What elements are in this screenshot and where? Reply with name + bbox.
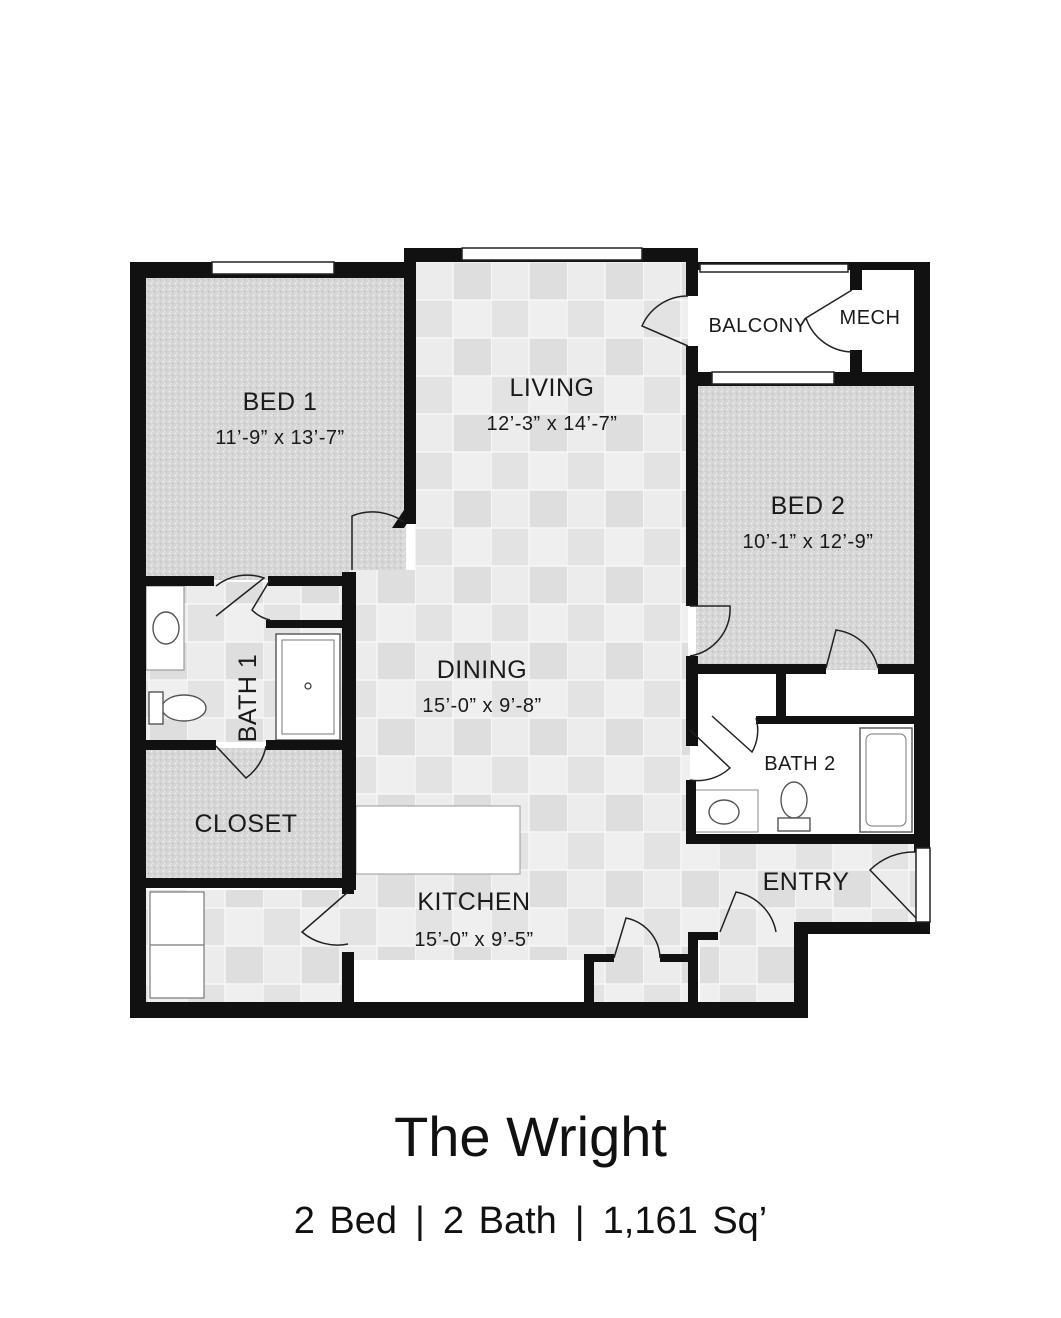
wall-pantry-left [584,956,594,1006]
bed2-floor [696,384,914,670]
bath2-tub-inner [865,733,907,827]
wall-kitchen-left [342,880,354,894]
bath1-tub-drain [304,682,312,690]
label-kitchen: KITCHEN [417,888,530,916]
wall-living-right2 [686,346,698,606]
wall-bed1-bottom [130,576,214,586]
kitchen-island [355,805,521,875]
label-mech: MECH [840,307,901,329]
wall-left [130,262,146,1018]
bath1-toilet [161,694,207,722]
door-entry [868,851,917,919]
bath2-toilet-tank [777,817,811,832]
fixtures [145,585,913,1000]
dims-bed1: 11’-9” x 13’-7” [215,427,344,449]
plan-title: The Wright [394,1105,667,1168]
wall-bath1-bottom [130,740,216,750]
door-bed2-closet [825,629,879,669]
dims-bed2: 10’-1” x 12’-9” [743,531,874,553]
door-bed1 [351,511,405,570]
door-entry-closet [719,891,777,933]
door-balcony [641,295,689,347]
plan-summary: 2 Bed | 2 Bath | 1,161 Sq’ [0,1200,1061,1243]
window-bed1 [211,261,335,275]
window-balcony [699,263,849,273]
window-entry [915,847,931,923]
wall-kitchen-counter-left [342,952,354,1012]
wall-bath1-bottom2 [266,740,352,750]
wall-bed2-left [686,656,698,746]
wall-closet2-right [776,664,786,720]
wall-closet-bottom [130,878,354,888]
bath1-tub [275,633,341,741]
wall-bed2-bottom2 [878,664,930,674]
label-living: LIVING [510,374,595,402]
wall-pantry-top [660,954,696,962]
wall-entry-bottom [806,922,930,934]
door-pantry [613,917,661,959]
label-entry: ENTRY [763,868,850,896]
bath1-toilet-tank [148,691,164,725]
separator: | [415,1200,425,1242]
room-labels: BED 1 11’-9” x 13’-7” LIVING 12’-3” x 14… [194,307,901,951]
walls [130,248,930,1018]
wall-bed2-bottom [686,664,826,674]
door-bath2-linen [711,715,759,754]
main-tile-floor [146,262,930,1002]
dims-kitchen: 15’-0” x 9’-5” [414,929,533,951]
label-closet: CLOSET [194,810,297,838]
label-bed2: BED 2 [771,492,846,520]
label-dining: DINING [437,656,528,684]
door-bath1 [215,574,266,617]
wall-pantry-top2 [584,954,614,962]
balcony-floor [698,268,850,372]
wall-bath2-left [686,780,696,840]
door-mech [805,289,853,353]
doors [215,289,917,959]
label-bath1: BATH 1 [234,654,262,743]
window-bed2 [711,371,835,385]
wall-bath1-linen [266,620,342,628]
plan-baths: 2 Bath [442,1200,557,1242]
bath1-sink [152,611,180,645]
door-kitchen-closet [300,891,349,946]
closet-floor [146,748,342,880]
wall-mech-left2 [850,350,862,380]
kitchen-counter [356,960,584,1000]
door-bath2 [689,729,732,782]
windows [211,247,931,923]
door-bath1-linen [251,579,271,621]
wall-bed1-corner [392,510,416,528]
bath2-tub [859,727,913,833]
wall-bottom [130,1002,806,1018]
wall-mech-right [914,262,930,852]
wall-living-right [686,248,698,296]
wall-entry-left [794,922,808,1018]
wall-bath1-right [342,572,356,890]
wall-mech-left [850,262,862,290]
bath2-toilet [780,781,808,819]
plan-area: 1,161 Sq’ [602,1200,768,1242]
label-balcony: BALCONY [708,315,807,337]
wall-bath2-top [756,716,930,724]
wall-bed1-right [404,248,416,524]
dims-living: 12’-3” x 14’-7” [487,413,618,435]
wall-bed1-bottom2 [268,576,350,586]
bath2-sink [708,799,740,825]
separator: | [574,1200,585,1242]
label-bed1: BED 1 [243,388,318,416]
bath1-tub-inner [281,639,335,735]
wall-bath2-bottom [686,834,930,844]
door-bed2 [689,605,731,657]
label-bath2: BATH 2 [764,753,836,775]
wall-closet3-left [688,934,698,1014]
window-living [461,247,643,261]
wall-closet3-top [688,932,718,940]
mech-floor [852,276,914,372]
plan-beds: 2 Bed [293,1200,398,1242]
dims-dining: 15’-0” x 9’-8” [422,695,541,717]
door-bath1-out [215,745,267,779]
bed1-floor [146,278,406,580]
